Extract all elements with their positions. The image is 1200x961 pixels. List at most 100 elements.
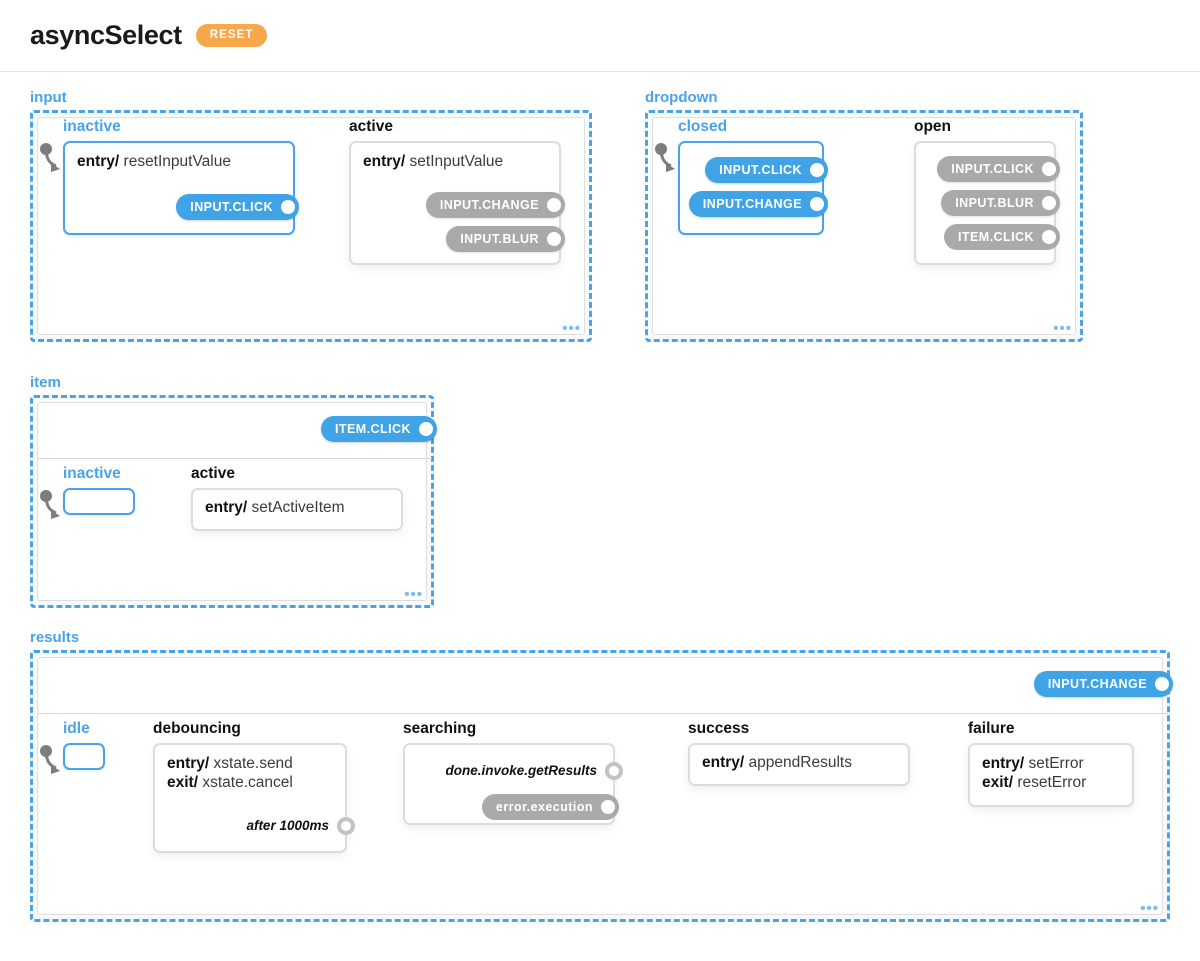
event-pill-label: INPUT.CHANGE — [702, 196, 802, 211]
region-results-more-icon[interactable]: ••• — [1140, 900, 1159, 917]
event-pill-input-click[interactable]: INPUT.CLICK — [937, 155, 1060, 182]
region-input-box[interactable]: ••• inactive entry/ resetInputValue — [30, 110, 592, 342]
state-results-failure-body[interactable]: entry/ setError exit/ resetError — [968, 742, 1134, 807]
action-entry: entry/ setActiveItem — [193, 498, 401, 518]
page-title: asyncSelect — [30, 20, 182, 50]
event-pill-label: ITEM.CLICK — [957, 229, 1034, 244]
event-pill-label: INPUT.BLUR — [955, 195, 1034, 210]
state-item-inactive[interactable]: inactive — [63, 466, 135, 515]
state-results-success-body[interactable]: entry/ appendResults — [688, 742, 910, 786]
event-pill-handle[interactable] — [1042, 161, 1056, 176]
action-kind: exit — [982, 774, 1009, 792]
initial-state-marker-input — [40, 143, 60, 172]
event-pill-label: INPUT.CLICK — [951, 161, 1034, 176]
state-results-success-name: success — [688, 720, 750, 737]
region-results[interactable]: results ••• INPUT.CHANGE idle d — [30, 629, 1173, 922]
region-dropdown-more-icon[interactable]: ••• — [1053, 320, 1072, 337]
state-results-failure-name: failure — [968, 720, 1015, 737]
event-pill-handle[interactable] — [1155, 677, 1169, 691]
action-value: setActiveItem — [251, 498, 345, 516]
state-input-active[interactable]: active entry/ setInputValue INPUT.CHANGE… — [349, 118, 565, 265]
state-results-idle-body[interactable] — [63, 742, 105, 770]
event-pill-handle[interactable] — [810, 162, 824, 177]
state-results-idle[interactable]: idle — [63, 721, 105, 770]
state-results-searching[interactable]: searching done.invoke.getResults error.e… — [403, 720, 623, 825]
state-results-searching-name: searching — [403, 720, 477, 737]
event-pill-handle[interactable] — [601, 799, 615, 814]
event-pill-handle[interactable] — [281, 199, 295, 214]
reset-button[interactable]: RESET — [195, 23, 267, 48]
done-transition-label: done.invoke.getResults — [445, 763, 597, 778]
event-pill-label: error.execution — [495, 799, 593, 814]
delayed-transition-after-1000ms[interactable]: after 1000ms — [246, 813, 355, 839]
event-pill-error-execution[interactable]: error.execution — [481, 793, 619, 820]
event-pill-input-change[interactable]: INPUT.CHANGE — [425, 191, 565, 218]
region-item-divider — [38, 458, 432, 459]
state-dropdown-open[interactable]: open INPUT.CLICK INPUT.BLUR ITEM.CLICK — [914, 119, 1060, 265]
region-results-box[interactable]: ••• INPUT.CHANGE idle debouncing — [30, 650, 1173, 922]
action-slash: / — [1008, 774, 1014, 792]
event-pill-handle[interactable] — [1042, 195, 1056, 210]
region-dropdown-box[interactable]: ••• closed INPUT.CLICK INPUT.CHANGE — [645, 110, 1083, 342]
event-pill-handle[interactable] — [547, 197, 561, 212]
state-item-inactive-name: inactive — [63, 465, 121, 482]
action-value: setError — [1028, 754, 1084, 772]
event-pill-label: ITEM.CLICK — [334, 422, 411, 436]
event-pill-handle[interactable] — [1042, 229, 1056, 244]
region-item-box[interactable]: ••• ITEM.CLICK inactive active — [30, 395, 437, 608]
state-dropdown-open-body[interactable]: INPUT.CLICK INPUT.BLUR ITEM.CLICK — [914, 140, 1060, 265]
event-pill-input-click[interactable]: INPUT.CLICK — [705, 156, 828, 183]
action-slash: / — [400, 152, 406, 170]
action-entry: entry/ appendResults — [690, 753, 908, 773]
state-dropdown-closed[interactable]: closed INPUT.CLICK INPUT.CHANGE — [678, 119, 828, 235]
event-pill-item-click[interactable]: ITEM.CLICK — [320, 416, 437, 442]
event-pill-input-click[interactable]: INPUT.CLICK — [176, 193, 299, 220]
action-kind: exit — [167, 774, 194, 792]
state-item-active-body[interactable]: entry/ setActiveItem — [191, 487, 403, 531]
region-item-more-icon[interactable]: ••• — [404, 586, 423, 603]
event-pill-item-click[interactable]: ITEM.CLICK — [943, 223, 1060, 250]
state-input-inactive-actions: entry/ resetInputValue — [65, 143, 293, 176]
event-pill-handle[interactable] — [419, 422, 433, 436]
state-results-debouncing-name: debouncing — [153, 720, 241, 737]
state-results-success-actions: entry/ appendResults — [690, 745, 908, 777]
event-pill-input-change[interactable]: INPUT.CHANGE — [688, 190, 828, 217]
state-results-debouncing-body[interactable]: entry/ xstate.send exit/ xstate.cancel a… — [153, 742, 355, 853]
action-kind: entry — [205, 498, 243, 516]
delayed-transition-label: after 1000ms — [246, 818, 329, 833]
event-pill-input-blur[interactable]: INPUT.BLUR — [941, 189, 1060, 216]
region-results-divider — [38, 713, 1168, 714]
event-pill-handle[interactable] — [810, 196, 824, 211]
state-results-failure[interactable]: failure entry/ setError exit/ resetError — [968, 721, 1134, 807]
region-dropdown[interactable]: dropdown ••• closed INPUT.CLICK INPUT. — [645, 90, 1083, 342]
state-results-debouncing[interactable]: debouncing entry/ xstate.send exit/ xsta… — [153, 720, 355, 853]
done-transition-handle[interactable] — [605, 761, 623, 780]
state-results-searching-body[interactable]: done.invoke.getResults error.execution — [403, 742, 623, 825]
state-item-active-name: active — [191, 465, 235, 482]
state-input-inactive[interactable]: inactive entry/ resetInputValue INPUT.CL… — [63, 119, 299, 235]
state-input-inactive-body[interactable]: entry/ resetInputValue INPUT.CLICK — [63, 140, 299, 235]
region-input[interactable]: input ••• inactive entry/ resetInputValu… — [30, 90, 592, 342]
event-pill-input-blur[interactable]: INPUT.BLUR — [446, 225, 565, 252]
state-dropdown-closed-body[interactable]: INPUT.CLICK INPUT.CHANGE — [678, 140, 828, 235]
region-results-label: results — [30, 629, 80, 646]
region-input-more-icon[interactable]: ••• — [562, 320, 581, 337]
state-results-idle-name: idle — [63, 720, 90, 737]
event-pill-input-change[interactable]: INPUT.CHANGE — [1033, 671, 1173, 697]
state-input-active-name: active — [349, 118, 393, 135]
action-entry: entry/ setError — [970, 754, 1132, 774]
region-item[interactable]: item ••• ITEM.CLICK inactive — [30, 375, 437, 608]
state-input-active-body[interactable]: entry/ setInputValue INPUT.CHANGE INPUT.… — [349, 140, 565, 265]
state-item-active[interactable]: active entry/ setActiveItem — [191, 466, 403, 531]
initial-state-marker-item — [40, 490, 60, 519]
event-pill-label: INPUT.CHANGE — [439, 197, 539, 212]
state-input-active-actions: entry/ setInputValue — [351, 143, 559, 176]
state-item-inactive-body[interactable] — [63, 487, 135, 515]
action-slash: / — [242, 498, 248, 516]
state-results-success[interactable]: success entry/ appendResults — [688, 721, 910, 786]
action-value: resetError — [1017, 774, 1087, 792]
delayed-transition-handle[interactable] — [337, 816, 355, 835]
event-pill-handle[interactable] — [547, 231, 561, 246]
done-transition-get-results[interactable]: done.invoke.getResults — [445, 758, 623, 784]
statechart-canvas[interactable]: input ••• inactive entry/ resetInputValu… — [0, 72, 1200, 961]
